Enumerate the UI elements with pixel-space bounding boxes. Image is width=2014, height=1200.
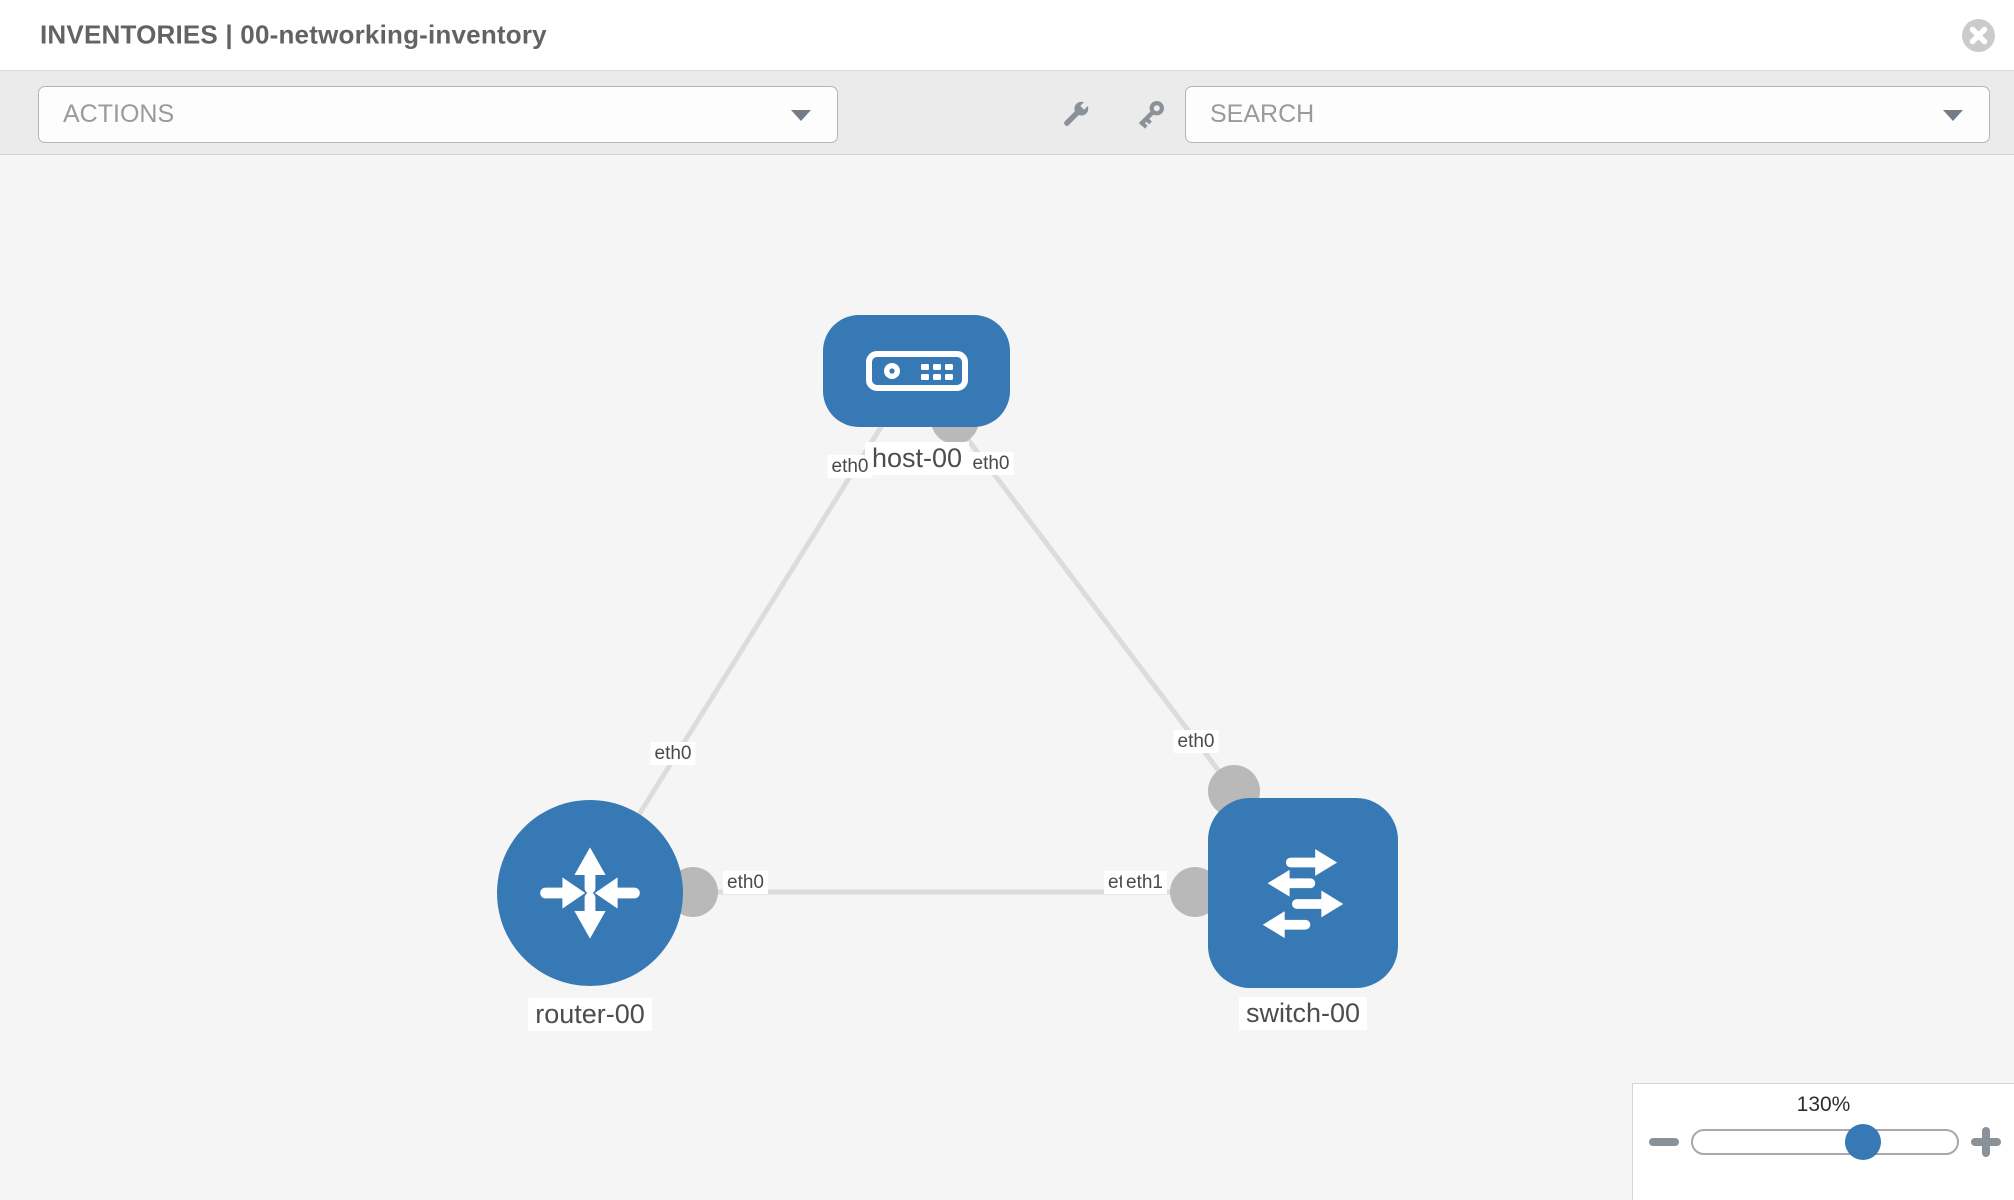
credentials-button[interactable]: [1132, 97, 1168, 133]
chevron-down-icon: [791, 109, 811, 121]
zoom-slider-thumb[interactable]: [1845, 1124, 1881, 1160]
node-router-00[interactable]: [497, 800, 683, 986]
configure-button[interactable]: [1057, 97, 1093, 133]
iface-label-host-eth0-right: eth0: [968, 452, 1014, 475]
plus-icon: [1971, 1127, 2001, 1157]
actions-dropdown[interactable]: ACTIONS: [38, 86, 838, 143]
router-icon: [540, 847, 640, 939]
links-layer: [587, 369, 1303, 917]
topology-canvas[interactable]: host-00 router-00 switch-00 eth0 eth0 et…: [0, 155, 2014, 1200]
search-dropdown[interactable]: SEARCH: [1185, 86, 1990, 143]
wrench-icon: [1064, 100, 1090, 126]
chevron-down-icon: [1943, 109, 1963, 121]
iface-label-switch-eth0: eth0: [1173, 730, 1219, 753]
link-host-switch[interactable]: [914, 369, 1236, 793]
close-icon: [1962, 19, 1995, 52]
node-switch-00[interactable]: [1208, 798, 1398, 988]
zoom-in-button[interactable]: [1971, 1127, 2001, 1162]
close-button[interactable]: [1962, 19, 1995, 52]
minus-icon: [1649, 1138, 1679, 1146]
node-label-host-00: host-00: [864, 442, 970, 475]
page-title: INVENTORIES | 00-networking-inventory: [40, 19, 547, 50]
node-label-switch-00: switch-00: [1238, 997, 1368, 1030]
iface-label-host-eth0-left: eth0: [827, 455, 873, 478]
iface-label-mid-overlap: eth0 eth1: [1104, 871, 1167, 894]
node-label-router-00: router-00: [528, 998, 652, 1031]
search-dropdown-label: SEARCH: [1210, 100, 1315, 128]
actions-dropdown-label: ACTIONS: [63, 100, 175, 128]
zoom-panel: 130%: [1632, 1083, 2014, 1200]
zoom-slider-track[interactable]: [1691, 1129, 1959, 1155]
node-host-00[interactable]: [823, 315, 1010, 427]
iface-label-router-eth0: eth0: [650, 742, 696, 765]
switch-icon: [1262, 849, 1344, 939]
port-circle-switch-left: [1170, 867, 1220, 917]
zoom-level-value: 130%: [1796, 1093, 1851, 1116]
zoom-out-button[interactable]: [1649, 1127, 1679, 1162]
key-icon: [1138, 101, 1164, 129]
header: INVENTORIES | 00-networking-inventory: [0, 0, 2014, 70]
iface-label-mid-eth0: eth0: [723, 871, 768, 894]
host-icon: [865, 351, 968, 391]
toolbar: ACTIONS SEARCH: [0, 70, 2014, 155]
iface-label-mid-eth1: eth1: [1122, 871, 1167, 894]
